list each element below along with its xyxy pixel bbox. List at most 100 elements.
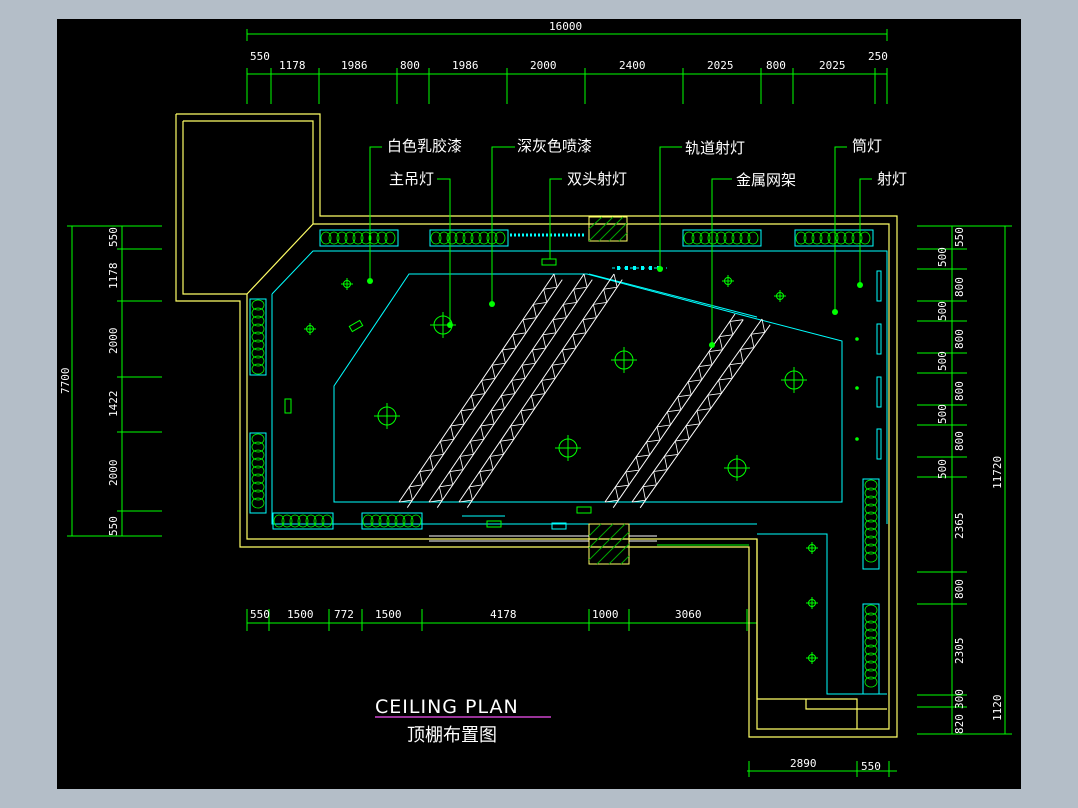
right-dim-7: 800 bbox=[953, 381, 966, 401]
downlight bbox=[341, 278, 353, 290]
chandelier bbox=[724, 455, 750, 481]
right-dim-6: 500 bbox=[936, 351, 949, 371]
coil bbox=[494, 231, 506, 245]
coil bbox=[251, 299, 265, 311]
truss-web bbox=[398, 273, 558, 503]
coil bbox=[251, 489, 265, 501]
coil bbox=[376, 231, 388, 245]
coil bbox=[864, 604, 878, 616]
coil bbox=[297, 514, 309, 528]
label-grey-spray: 深灰色喷漆 bbox=[517, 137, 592, 155]
spotlight-dot bbox=[855, 337, 859, 341]
drawing-canvas: 16000 550 1178 1986 800 1986 2000 2400 2… bbox=[57, 19, 1021, 789]
coil bbox=[819, 231, 831, 245]
coil bbox=[251, 497, 265, 509]
coil bbox=[864, 612, 878, 624]
track-light bbox=[284, 233, 667, 530]
top-dim-3: 1986 bbox=[341, 59, 368, 72]
coil bbox=[251, 331, 265, 343]
label-spotlight: 射灯 bbox=[877, 170, 907, 188]
coil bbox=[707, 231, 719, 245]
strip-frame bbox=[361, 512, 423, 530]
bottom-dim-2: 1500 bbox=[287, 608, 314, 621]
coil bbox=[446, 231, 458, 245]
strip-frame bbox=[862, 603, 880, 695]
coil bbox=[251, 355, 265, 367]
coil bbox=[864, 535, 878, 547]
label-downlight: 筒灯 bbox=[852, 137, 882, 155]
truss-edge bbox=[458, 273, 615, 503]
coil bbox=[811, 231, 823, 245]
bottom-dim-1: 550 bbox=[250, 608, 270, 621]
truss-web bbox=[458, 273, 618, 503]
coil bbox=[864, 527, 878, 539]
right-dim-1: 550 bbox=[953, 227, 966, 247]
small-lights bbox=[304, 266, 882, 664]
metal-grid bbox=[428, 273, 593, 508]
truss-web bbox=[604, 319, 744, 503]
coil bbox=[251, 481, 265, 493]
white-latex-marker bbox=[367, 278, 373, 284]
bottom-right-dim-1: 2890 bbox=[790, 757, 817, 770]
coil bbox=[864, 668, 878, 680]
coil bbox=[864, 543, 878, 555]
wall-outline bbox=[175, 113, 898, 738]
top-dim-10: 2025 bbox=[819, 59, 846, 72]
right-dim-8: 500 bbox=[936, 404, 949, 424]
coil bbox=[864, 551, 878, 563]
right-dimension-chain: 11720 1120 550 500 800 500 800 500 800 5… bbox=[917, 225, 1012, 735]
top-dim-8: 2025 bbox=[707, 59, 734, 72]
coil bbox=[864, 644, 878, 656]
strip-frame bbox=[862, 478, 880, 570]
metal-grid-marker bbox=[709, 342, 715, 348]
top-dim-6: 2000 bbox=[530, 59, 557, 72]
chandelier-marker bbox=[447, 322, 453, 328]
label-main-chandelier: 主吊灯 bbox=[389, 170, 434, 188]
track-light-marker bbox=[657, 266, 663, 272]
label-white-latex: 白色乳胶漆 bbox=[387, 137, 462, 155]
coil bbox=[281, 514, 293, 528]
truss-edge bbox=[428, 273, 585, 503]
coil bbox=[289, 514, 301, 528]
top-total-dim: 16000 bbox=[549, 20, 582, 33]
bottom-dim-6: 1000 bbox=[592, 608, 619, 621]
coil bbox=[370, 514, 382, 528]
strip-frame bbox=[429, 229, 509, 247]
coil bbox=[864, 676, 878, 688]
coil bbox=[251, 347, 265, 359]
left-dim-4: 1422 bbox=[107, 391, 120, 418]
coil bbox=[864, 495, 878, 507]
coil bbox=[251, 315, 265, 327]
left-total-dim: 7700 bbox=[59, 368, 72, 395]
coil bbox=[683, 231, 695, 245]
coil bbox=[321, 514, 333, 528]
coil bbox=[368, 231, 380, 245]
coil bbox=[835, 231, 847, 245]
downlight bbox=[806, 652, 818, 664]
left-dim-1: 550 bbox=[107, 227, 120, 247]
strip-frame bbox=[249, 432, 267, 514]
left-dim-6: 550 bbox=[107, 516, 120, 536]
coil bbox=[251, 465, 265, 477]
spotlight-dot bbox=[855, 386, 859, 390]
coil bbox=[739, 231, 751, 245]
strip-frame bbox=[249, 298, 267, 376]
coil bbox=[402, 514, 414, 528]
chandelier bbox=[374, 403, 400, 429]
strip-frame bbox=[272, 512, 334, 530]
light-strip bbox=[682, 229, 762, 247]
chandelier bbox=[611, 347, 637, 373]
right-dim-12: 800 bbox=[953, 579, 966, 599]
coil bbox=[454, 231, 466, 245]
top-dim-11: 250 bbox=[868, 50, 888, 63]
central-ceiling-panel bbox=[333, 273, 843, 503]
coil bbox=[251, 307, 265, 319]
track-spot bbox=[633, 266, 636, 270]
truss-edge bbox=[639, 324, 771, 509]
top-dim-9: 800 bbox=[766, 59, 786, 72]
coil bbox=[305, 514, 317, 528]
coil bbox=[352, 231, 364, 245]
coil bbox=[251, 473, 265, 485]
downlight-marker bbox=[832, 309, 838, 315]
bottom-dimension-chain: 550 1500 772 1500 4178 1000 3060 2890 55… bbox=[246, 608, 897, 777]
